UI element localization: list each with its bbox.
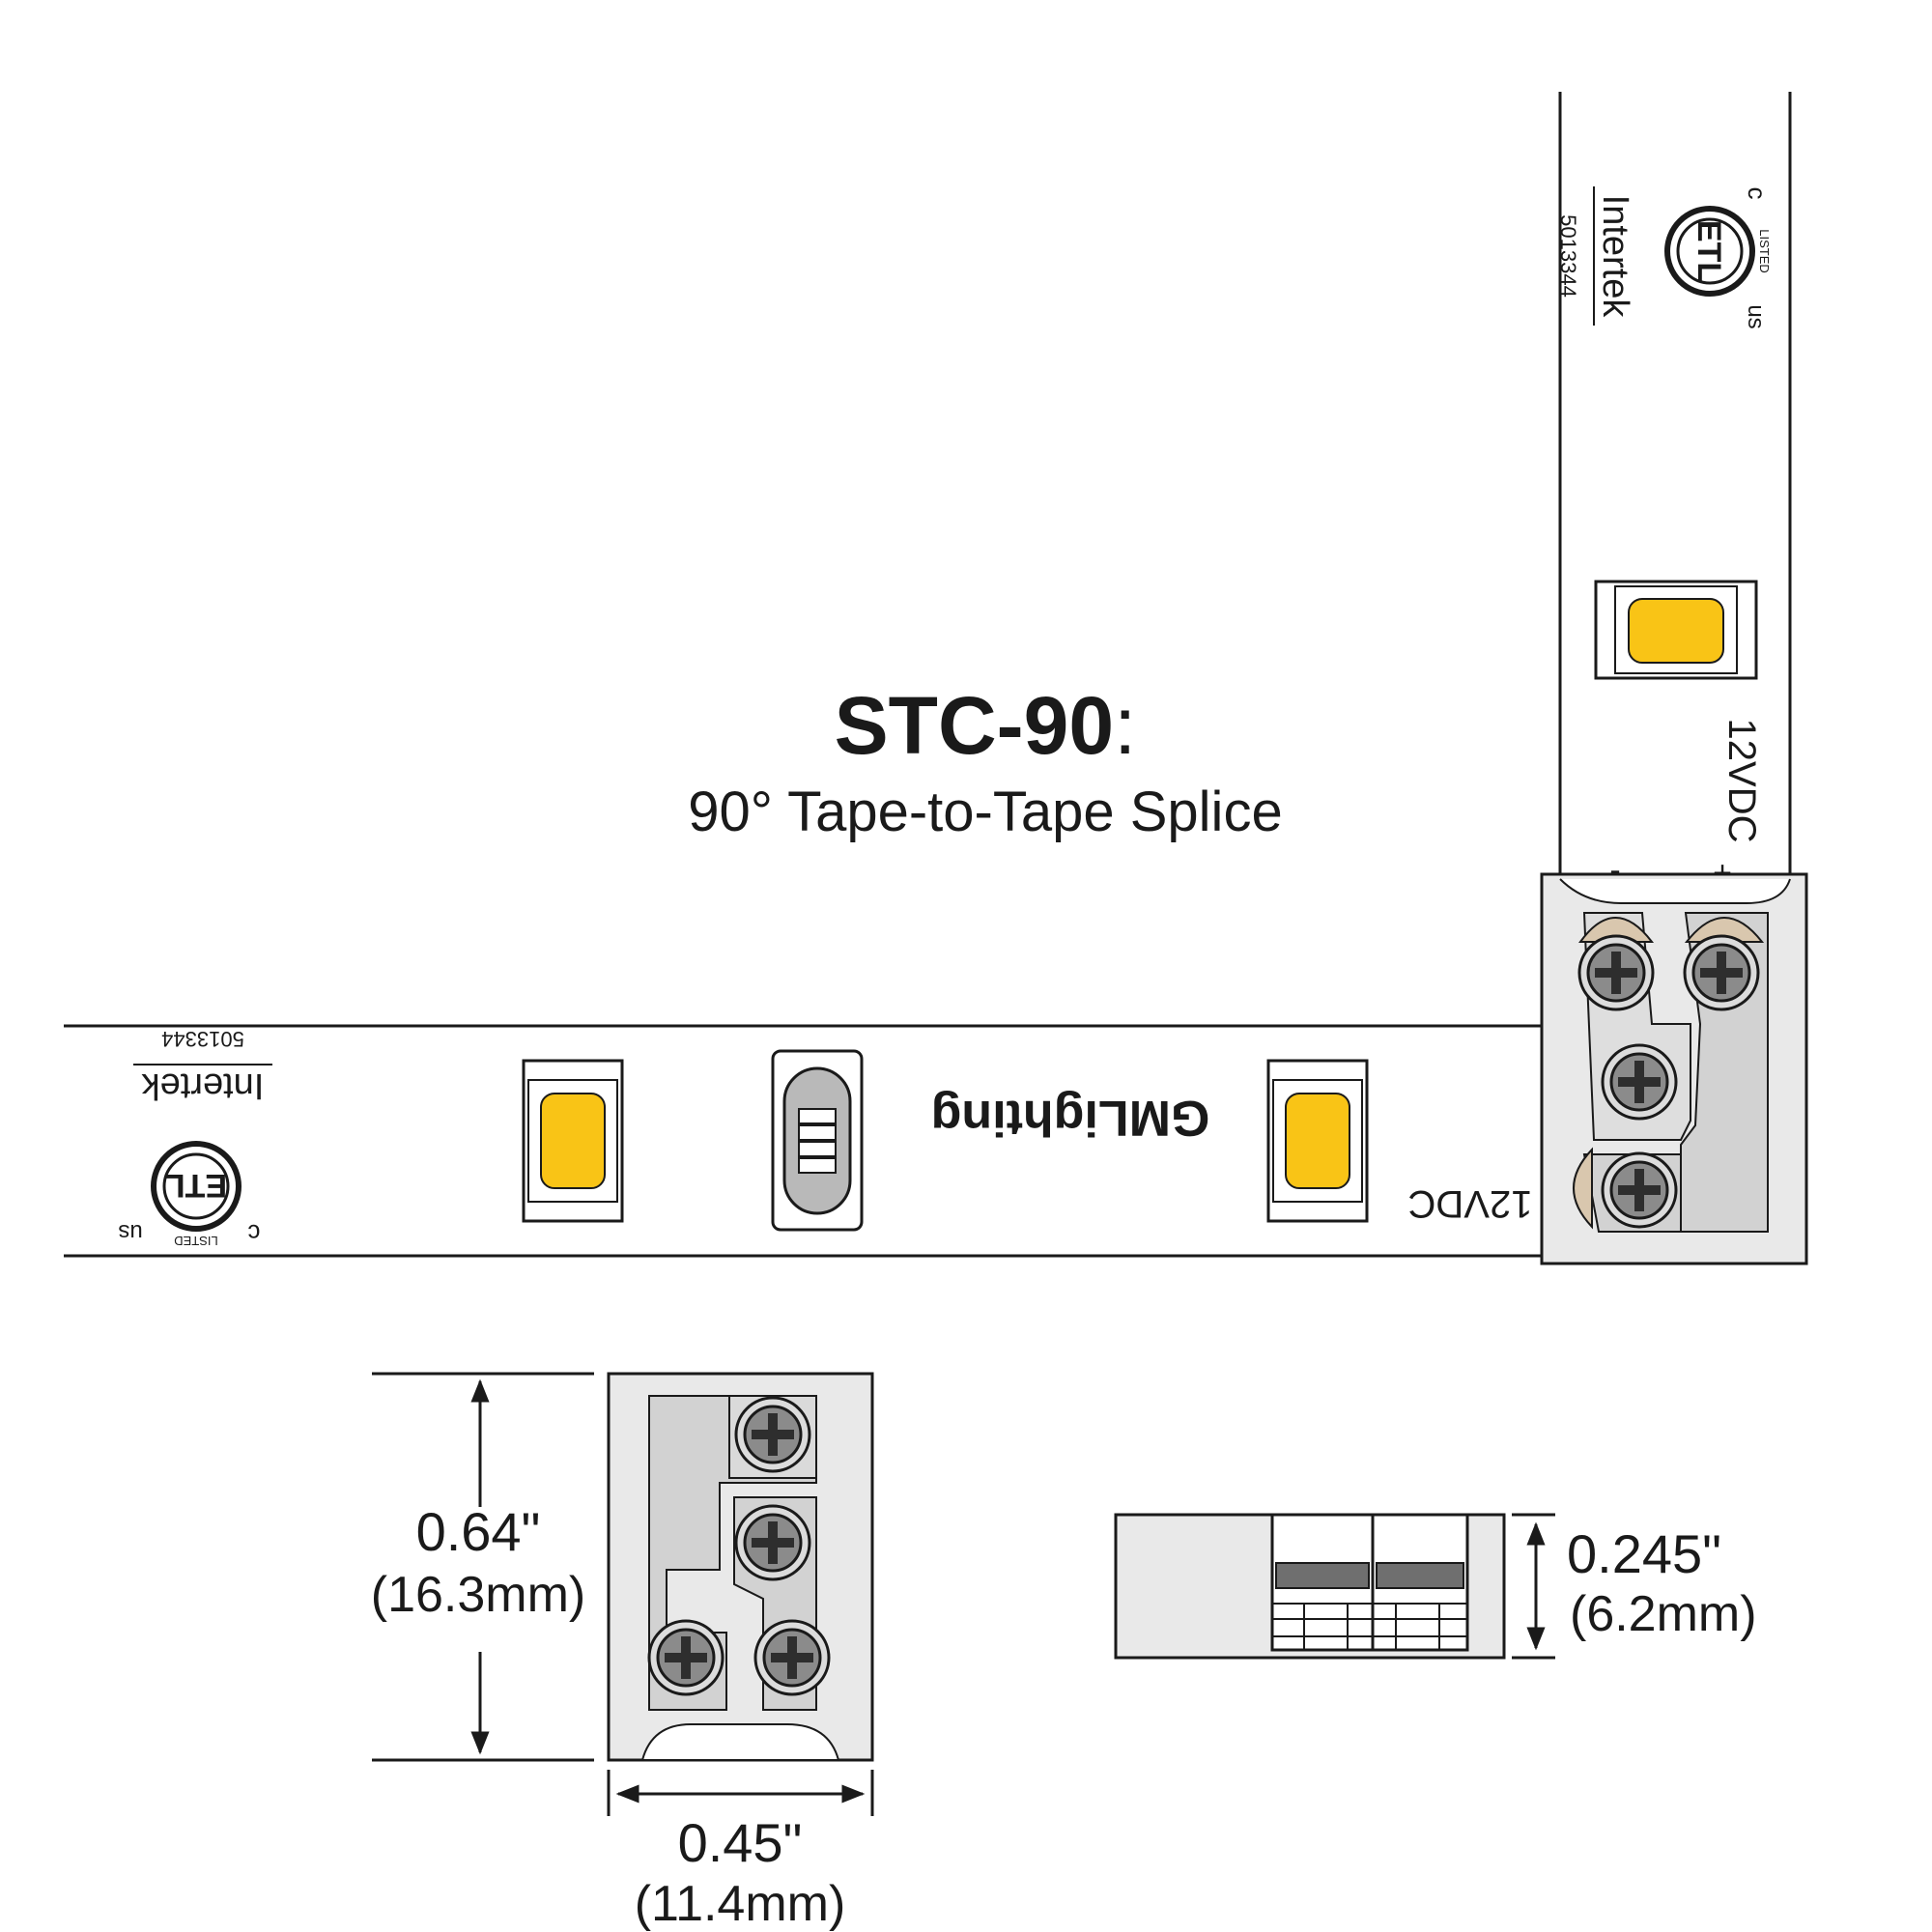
page-title: STC-90: — [580, 681, 1391, 770]
phillips-screw-icon — [1577, 934, 1655, 1011]
voltage-label-vertical: 12VDC — [1720, 719, 1763, 843]
intertek-text: Intertek — [141, 1065, 265, 1106]
height-mm: (16.3mm) — [371, 1567, 585, 1623]
voltage-label-horizontal: 12VDC — [1408, 1182, 1533, 1225]
cert-mark-vertical: ETL c us LISTED — [1664, 187, 1772, 329]
cert-c-text: c — [248, 1219, 261, 1248]
intertek-block-horizontal: Intertek 5013344 — [133, 1027, 272, 1106]
intertek-block-vertical: Intertek 5013344 — [1556, 186, 1635, 326]
depth-mm: (6.2mm) — [1570, 1586, 1757, 1642]
horizontal-tape: ETL c us LISTED Intertek 5013344 GMLight… — [64, 1024, 1570, 1258]
led-chip-vertical — [1594, 580, 1758, 680]
corner-connector — [1540, 872, 1808, 1265]
led-chip-horizontal-right — [1266, 1059, 1369, 1223]
width-mm: (11.4mm) — [635, 1876, 846, 1932]
depth-dimension: 0.245" (6.2mm) — [1512, 1513, 1757, 1660]
intertek-number-text: 5013344 — [161, 1027, 244, 1051]
cert-listed-text: LISTED — [174, 1234, 218, 1248]
height-dimension: 0.64" (16.3mm) — [371, 1372, 594, 1762]
page-subtitle: 90° Tape-to-Tape Splice — [688, 781, 1283, 844]
height-inches: 0.64" — [416, 1501, 541, 1562]
depth-inches: 0.245" — [1567, 1523, 1721, 1584]
intertek-number-text: 5013344 — [1556, 214, 1580, 298]
intertek-text: Intertek — [1595, 195, 1635, 319]
vertical-tape: ETL c us LISTED Intertek 5013344 12VDC +… — [1556, 92, 1792, 892]
resistor-chip — [771, 1049, 864, 1232]
phillips-screw-icon — [753, 1619, 831, 1696]
brand-text: GMLighting — [931, 1090, 1210, 1146]
phillips-screw-icon — [1601, 1043, 1678, 1121]
phillips-screw-icon — [1683, 934, 1760, 1011]
model-name: STC-90 — [834, 680, 1115, 771]
cert-c-text: c — [1743, 187, 1772, 200]
connector-front-view — [607, 1372, 874, 1762]
phillips-screw-icon — [1601, 1151, 1678, 1229]
width-inches: 0.45" — [678, 1812, 803, 1873]
phillips-screw-icon — [734, 1396, 811, 1473]
title-block: STC-90: 90° Tape-to-Tape Splice — [580, 681, 1391, 844]
connector-side-view — [1114, 1513, 1506, 1660]
minus-label-vertical: - — [1609, 852, 1620, 889]
title-colon: : — [1114, 680, 1137, 771]
phillips-screw-icon — [734, 1504, 811, 1581]
cert-us-text: us — [118, 1219, 142, 1245]
width-dimension: 0.45" (11.4mm) — [607, 1770, 874, 1932]
cert-mark-text: ETL — [1690, 220, 1727, 282]
cert-mark-text: ETL — [165, 1167, 227, 1204]
voltage-text: 12VDC — [1408, 1182, 1533, 1225]
voltage-text: 12VDC — [1720, 719, 1763, 843]
led-chip-horizontal-left — [522, 1059, 624, 1223]
cert-mark-horizontal: ETL c us LISTED — [118, 1141, 261, 1248]
cert-us-text: us — [1743, 304, 1769, 328]
phillips-screw-icon — [647, 1619, 724, 1696]
cert-listed-text: LISTED — [1757, 229, 1772, 273]
brand-label: GMLighting — [931, 1090, 1210, 1146]
